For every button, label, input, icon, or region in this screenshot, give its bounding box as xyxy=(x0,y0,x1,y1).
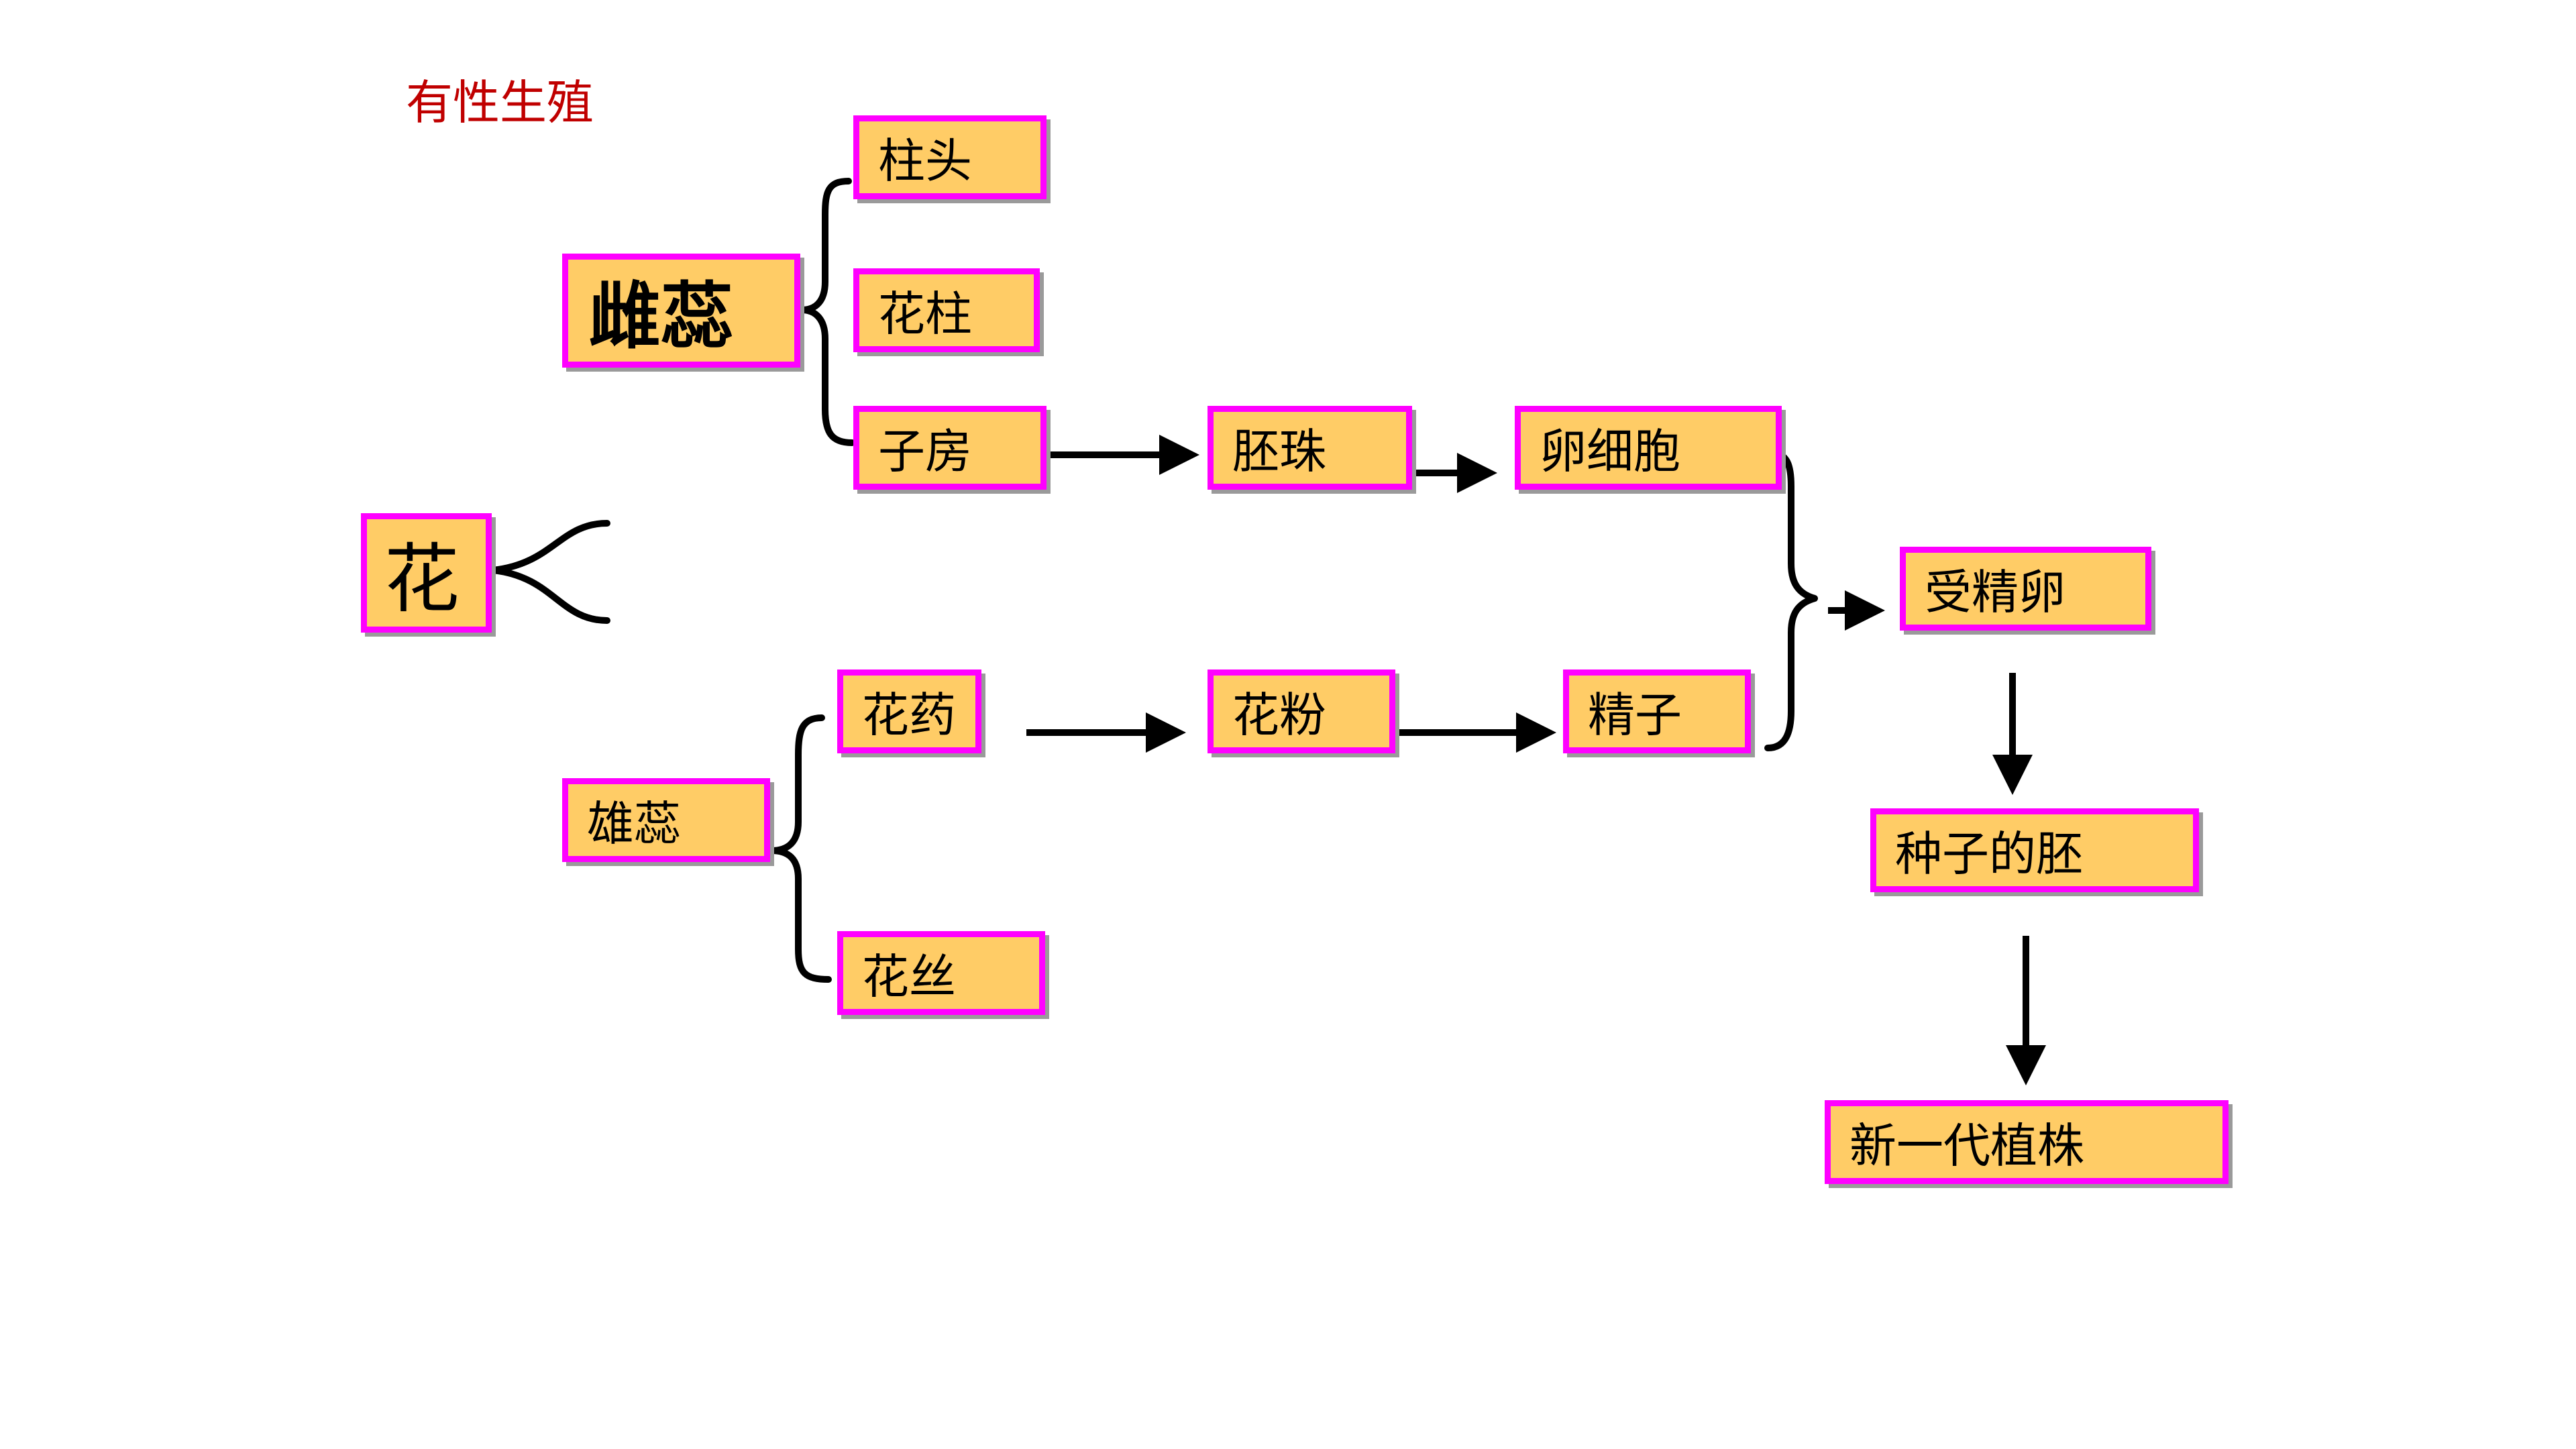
flower-brace xyxy=(490,520,610,624)
node-style: 花柱 xyxy=(853,268,1040,352)
node-ovary: 子房 xyxy=(853,406,1046,490)
merge-brace xyxy=(1764,449,1818,751)
node-stamen: 雄蕊 xyxy=(562,778,770,862)
stamen-brace xyxy=(768,714,832,983)
node-pollen: 花粉 xyxy=(1208,669,1395,753)
pistil-brace xyxy=(798,178,855,446)
node-egg-cell: 卵细胞 xyxy=(1515,406,1782,490)
node-seed-embryo: 种子的胚 xyxy=(1870,808,2199,892)
node-flower: 花 xyxy=(361,513,492,633)
node-ovule: 胚珠 xyxy=(1208,406,1412,490)
node-stigma: 柱头 xyxy=(853,115,1046,199)
diagram-title: 有性生殖 xyxy=(406,75,594,130)
node-pistil: 雌蕊 xyxy=(562,254,800,368)
node-zygote: 受精卵 xyxy=(1900,547,2151,631)
node-anther: 花药 xyxy=(837,669,981,753)
node-new-plant: 新一代植株 xyxy=(1825,1100,2229,1184)
node-filament: 花丝 xyxy=(837,931,1045,1015)
node-sperm: 精子 xyxy=(1563,669,1751,753)
